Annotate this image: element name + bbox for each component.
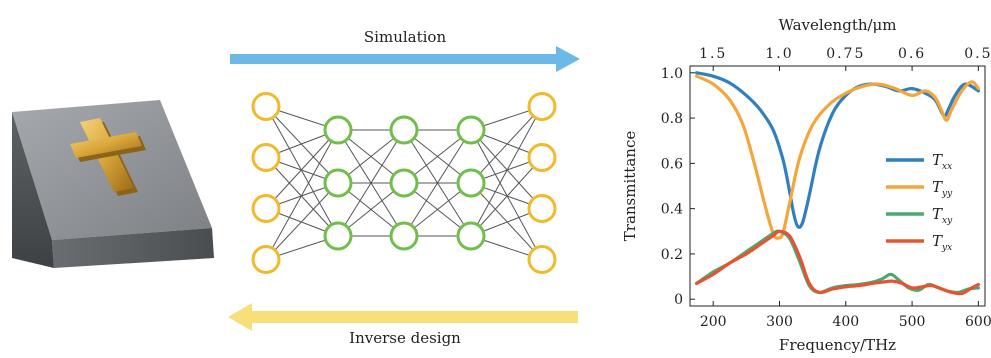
x-tick-label: 500 [899, 314, 926, 330]
legend-label: Txx [932, 151, 952, 172]
x-tick-label: 400 [832, 314, 859, 330]
top-tick-label: 0.75 [826, 46, 865, 62]
network-edge [470, 129, 543, 209]
simulation-label: Simulation [364, 28, 447, 46]
y-tick-label: 0 [674, 292, 683, 308]
y-tick-label: 0.4 [661, 202, 683, 218]
network-node [251, 245, 281, 274]
substrate-side [52, 228, 214, 268]
network-edge [470, 129, 543, 260]
y-axis-ticks: 0 0.2 0.4 0.6 0.8 1.0 [661, 66, 695, 308]
network-edge [265, 182, 339, 260]
network-node [456, 168, 486, 198]
x-axis-label: Frequency/THz [779, 336, 896, 354]
network-node [456, 115, 486, 145]
network-node [323, 221, 353, 251]
x-tick-label: 300 [766, 314, 793, 330]
network-edge [403, 129, 472, 237]
network-node [527, 143, 557, 172]
top-tick-label: 0.6 [898, 46, 926, 62]
network-node [527, 245, 557, 274]
simulation-arrow-shaft [230, 54, 560, 64]
network-node [251, 143, 281, 172]
legend-item-txy: Txy [886, 205, 953, 226]
legend-label: Txy [932, 205, 953, 226]
network-edge [265, 106, 339, 184]
y-tick-label: 0.6 [661, 156, 683, 172]
network-node [527, 194, 557, 223]
legend-label: Tyy [932, 178, 953, 199]
top-axis-ticks: 1.5 1.0 0.75 0.6 0.5 [699, 46, 991, 71]
substrate-front [12, 112, 54, 268]
x-tick-label: 200 [700, 314, 727, 330]
network-node [251, 194, 281, 223]
gold-cross-icon [70, 118, 146, 196]
network-node [527, 92, 557, 121]
network-node [389, 221, 419, 251]
metasurface-unit-cell [12, 100, 214, 268]
network-node [389, 168, 419, 198]
network-node [456, 221, 486, 251]
legend-item-tyx: Tyx [886, 232, 952, 253]
network-node [389, 115, 419, 145]
inverse-design-label: Inverse design [349, 329, 461, 347]
top-tick-label: 1.0 [765, 46, 793, 62]
series-line-tyx [695, 229, 980, 296]
plot-frame [689, 65, 986, 307]
series-lines [695, 71, 980, 296]
network-node [251, 92, 281, 121]
inverse-arrow-head [228, 303, 252, 331]
y-axis-label: Transmittance [621, 131, 639, 242]
network-edge [470, 157, 543, 237]
inverse-design-arrow: Inverse design [228, 303, 578, 347]
network-edge [470, 182, 543, 260]
top-tick-label: 0.5 [964, 46, 991, 62]
series-line-tyy [695, 74, 980, 240]
x-tick-label: 600 [965, 314, 991, 330]
network-edge [265, 129, 339, 209]
legend-item-txx: Txx [886, 151, 952, 172]
top-axis-label: Wavelength/μm [778, 16, 896, 34]
top-tick-label: 1.5 [699, 46, 727, 62]
network-edge [470, 106, 543, 184]
y-tick-label: 0.2 [661, 247, 683, 263]
network-node [323, 168, 353, 198]
simulation-arrow: Simulation [230, 28, 580, 72]
legend-item-tyy: Tyy [886, 178, 953, 199]
network-edge [265, 129, 339, 260]
network-edge [337, 129, 405, 237]
x-axis-ticks: 200 300 400 500 600 [700, 301, 991, 330]
inverse-arrow-shaft [250, 311, 578, 323]
neural-network [251, 92, 557, 274]
network-edge [265, 157, 339, 237]
legend-label: Tyx [932, 232, 952, 253]
y-tick-label: 0.8 [661, 111, 683, 127]
network-edge [470, 106, 543, 237]
simulation-arrow-head [556, 46, 580, 72]
network-node [323, 115, 353, 145]
network-edge [265, 106, 339, 237]
y-tick-label: 1.0 [661, 66, 683, 82]
